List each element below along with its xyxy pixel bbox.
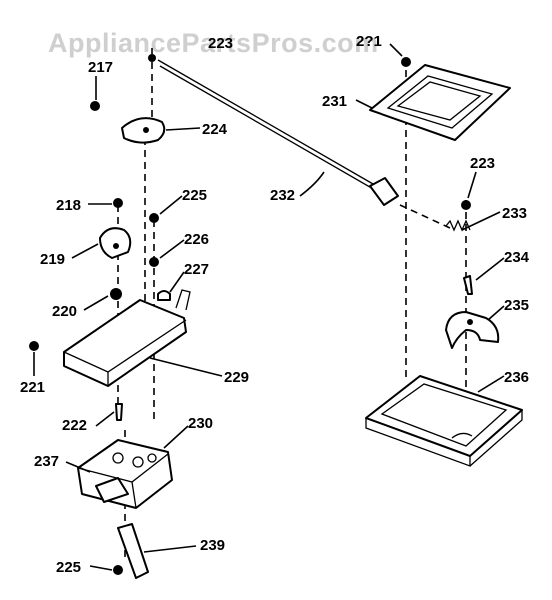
label-222: 222 bbox=[62, 417, 87, 434]
part-236-tray bbox=[365, 375, 523, 467]
label-236: 236 bbox=[504, 369, 529, 386]
label-230: 230 bbox=[188, 415, 213, 432]
part-239-shaft bbox=[117, 523, 149, 579]
part-223-top-screw bbox=[148, 54, 156, 62]
label-237: 237 bbox=[34, 453, 59, 470]
part-222-screw bbox=[115, 403, 123, 421]
part-231-frame bbox=[369, 64, 511, 141]
part-225a-screw bbox=[149, 213, 159, 223]
label-232: 232 bbox=[270, 187, 295, 204]
part-233-spring bbox=[445, 219, 471, 232]
label-234: 234 bbox=[504, 249, 530, 266]
part-227 bbox=[157, 290, 171, 301]
part-219-clip bbox=[99, 227, 132, 259]
label-225b: 225 bbox=[56, 559, 81, 576]
part-223-screw bbox=[461, 200, 471, 210]
part-225b-screw bbox=[113, 565, 123, 575]
part-217-screw bbox=[90, 101, 100, 111]
part-232-rod bbox=[157, 59, 399, 206]
label-219: 219 bbox=[40, 251, 65, 268]
label-221: 221 bbox=[20, 379, 45, 396]
part-235-bracket bbox=[445, 311, 500, 349]
part-229-plate bbox=[63, 289, 191, 387]
leader-lines bbox=[33, 43, 505, 571]
label-239: 239 bbox=[200, 537, 225, 554]
part-230-motor bbox=[77, 439, 173, 509]
part-labels: 217 223 2?1 224 231 232 223 218 225 233 … bbox=[20, 33, 530, 576]
part-234-screw bbox=[463, 275, 473, 295]
label-225a: 225 bbox=[182, 187, 207, 204]
part-2xx-screw bbox=[401, 57, 411, 67]
label-227: 227 bbox=[184, 261, 209, 278]
label-235: 235 bbox=[504, 297, 529, 314]
label-223: 223 bbox=[470, 155, 495, 172]
label-226: 226 bbox=[184, 231, 209, 248]
part-224-bracket bbox=[121, 117, 166, 144]
label-223-top: 223 bbox=[208, 35, 233, 52]
part-226-screw bbox=[149, 257, 159, 267]
label-231: 231 bbox=[322, 93, 347, 110]
label-217: 217 bbox=[88, 59, 113, 76]
label-229: 229 bbox=[224, 369, 249, 386]
label-2xx: 2?1 bbox=[356, 33, 382, 50]
watermark-text: AppliancePartsPros.com bbox=[48, 28, 379, 58]
part-221-screw bbox=[29, 341, 39, 351]
part-220-nut bbox=[110, 288, 122, 300]
part-218-screw bbox=[113, 198, 123, 208]
label-220: 220 bbox=[52, 303, 77, 320]
label-233: 233 bbox=[502, 205, 527, 222]
label-224: 224 bbox=[202, 121, 228, 138]
label-218: 218 bbox=[56, 197, 81, 214]
